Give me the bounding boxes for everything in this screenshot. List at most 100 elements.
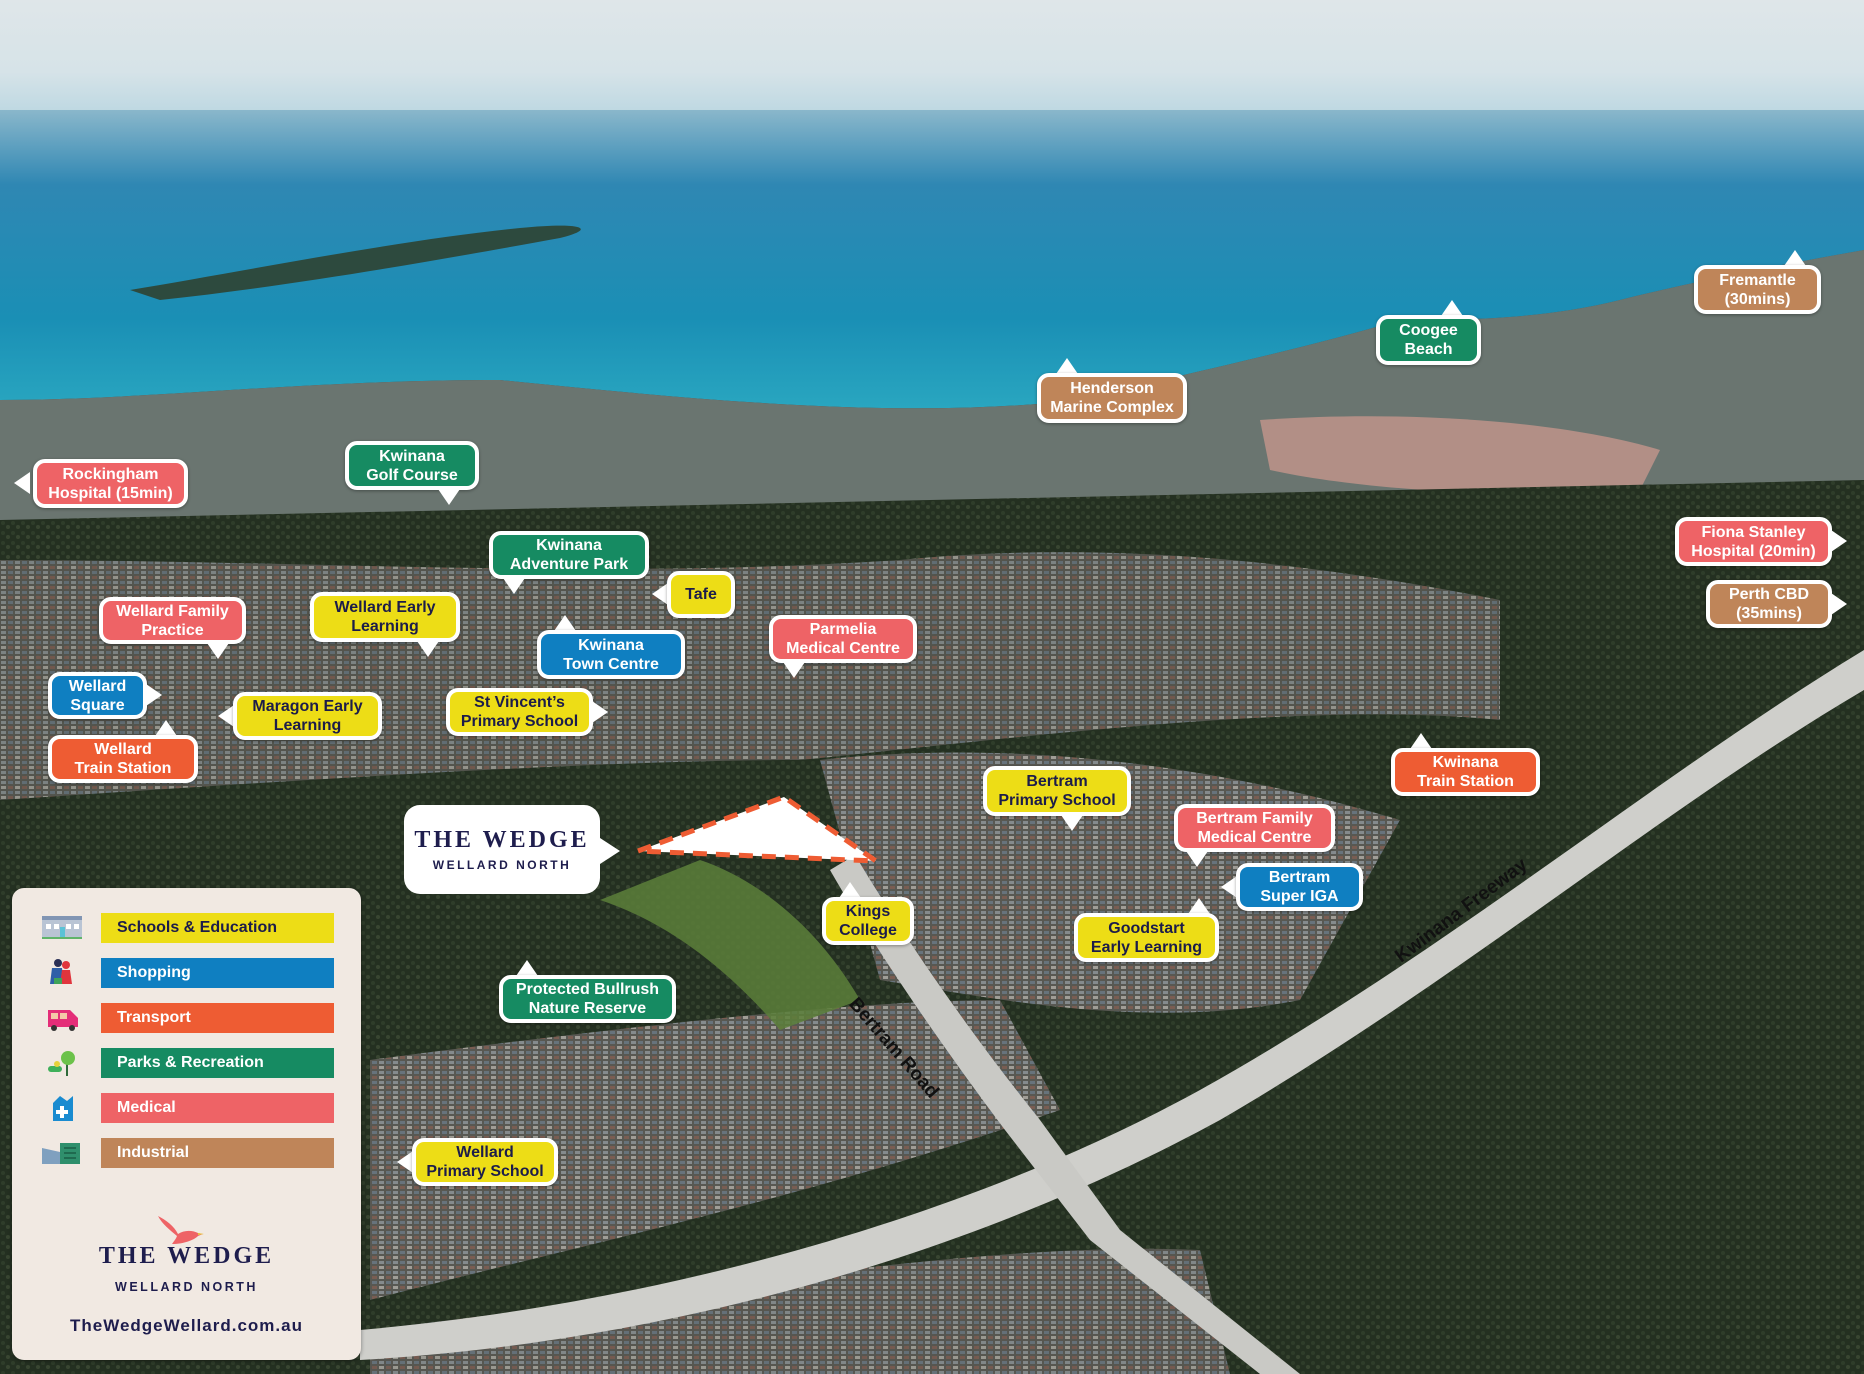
callout-pointer [652,583,668,605]
place-label: Adventure Park [509,556,629,573]
place-label: Early Learning [1090,938,1203,956]
place-bertram-super-iga[interactable]: Bertram Super IGA [1236,863,1363,911]
place-label: Learning [351,618,419,635]
place-label: Hospital (20min) [1691,542,1816,560]
the-wedge-site-boundary[interactable] [637,794,885,864]
place-label: Wellard [68,677,127,695]
legend-label: Parks & Recreation [101,1048,334,1078]
place-maragon-early-learning[interactable]: Maragon Early Learning [233,692,382,740]
place-label: Square [70,696,125,714]
callout-pointer [516,960,538,976]
medical-building-icon [53,1096,73,1121]
legend-item-transport: Transport [12,1003,361,1033]
place-label: Medical Centre [1197,829,1312,846]
callout-pointer [218,705,234,727]
place-rockingham-hospital[interactable]: Rockingham Hospital (15min) [33,459,188,508]
place-wellard-primary-school[interactable]: Wellard Primary School [412,1138,558,1186]
legend-item-parks: Parks & Recreation [12,1048,361,1078]
place-label: Goodstart [1108,919,1185,937]
place-kings-college[interactable]: Kings College [822,897,914,945]
callout-pointer [1784,250,1806,266]
callout-pointer [207,643,229,659]
school-building-icon [42,916,82,939]
legend-label: Medical [101,1093,334,1123]
place-parmelia-medical-centre[interactable]: Parmelia Medical Centre [769,615,917,663]
place-goodstart-early-learning[interactable]: Goodstart Early Learning [1074,913,1219,962]
callout-pointer [146,684,162,706]
place-label: Tafe [685,586,717,603]
callout-pointer [1188,898,1210,914]
place-label: Wellard [94,741,152,758]
place-label: Kwinana [578,636,644,654]
place-label: Golf Course [366,466,458,484]
map-legend: Schools & Education Shopping Transport [12,888,361,1360]
place-wellard-early-learning[interactable]: Wellard Early Learning [310,592,460,642]
callout-pointer [1221,876,1237,898]
place-kwinana-train-station[interactable]: Kwinana Train Station [1391,748,1540,796]
place-label: Henderson [1070,380,1154,397]
callout-pointer [783,662,805,678]
tree-icon [48,1051,75,1076]
factory-icon [42,1143,80,1164]
callout-pointer [1831,593,1847,615]
place-wellard-family-practice[interactable]: Wellard Family Practice [99,597,246,644]
place-wellard-square[interactable]: Wellard Square [48,672,147,719]
place-label: Medical Centre [786,640,900,657]
place-label: Fiona Stanley [1701,523,1806,541]
callout-pointer [155,720,177,736]
website-link[interactable]: TheWedgeWellard.com.au [70,1316,303,1335]
bus-icon [48,1010,78,1031]
place-kwinana-golf-course[interactable]: Kwinana Golf Course [345,441,479,490]
callout-pointer [417,641,439,657]
place-tafe[interactable]: Tafe [667,571,735,618]
place-label: Train Station [1417,773,1514,790]
place-protected-bullrush-nature-reserve[interactable]: Protected Bullrush Nature Reserve [499,975,676,1023]
callout-pointer [503,578,525,594]
place-label: Parmelia [809,621,877,638]
legend-item-shopping: Shopping [12,958,361,988]
legend-label: Industrial [101,1138,334,1168]
place-henderson-marine-complex[interactable]: Henderson Marine Complex [1037,373,1187,423]
place-label: Super IGA [1260,888,1339,905]
place-label: Kwinana [379,447,445,465]
place-label: Beach [1404,341,1453,358]
place-label: Nature Reserve [528,1000,647,1017]
callout-pointer [1441,300,1463,316]
place-label: Bertram [1268,869,1331,886]
place-label: (35mins) [1736,605,1802,622]
the-wedge-site-callout[interactable]: THE WEDGE WELLARD NORTH [404,805,600,894]
place-fremantle[interactable]: Fremantle (30mins) [1694,265,1821,314]
place-fiona-stanley-hospital[interactable]: Fiona Stanley Hospital (20min) [1675,517,1832,566]
place-label: Primary School [426,1163,544,1180]
callout-pointer [1056,358,1078,374]
bird-icon [158,1216,204,1244]
place-label: Kwinana [1432,754,1499,771]
place-label: Maragon Early [252,698,363,715]
place-label: Wellard Early [334,599,436,616]
place-coogee-beach[interactable]: Coogee Beach [1376,315,1481,365]
place-label: Kwinana [536,537,602,554]
place-label: Coogee [1399,322,1458,339]
place-label: College [839,922,897,939]
place-perth-cbd[interactable]: Perth CBD (35mins) [1706,580,1832,628]
callout-pointer [1061,815,1083,831]
place-label: Practice [141,621,204,639]
brand-title: THE WEDGE [98,1243,275,1269]
place-wellard-train-station[interactable]: Wellard Train Station [48,735,198,783]
place-st-vincents-primary-school[interactable]: St Vincent’s Primary School [446,688,593,736]
place-kwinana-adventure-park[interactable]: Kwinana Adventure Park [489,531,649,579]
place-label: St Vincent’s [474,694,565,711]
place-kwinana-town-centre[interactable]: Kwinana Town Centre [537,630,685,679]
place-bertram-primary-school[interactable]: Bertram Primary School [983,766,1131,816]
place-label: Kings [845,903,891,920]
shoppers-icon [50,959,72,984]
callout-pointer [397,1151,413,1173]
place-label: Train Station [74,760,172,777]
site-callout-pointer [600,838,620,864]
place-bertram-family-medical-centre[interactable]: Bertram Family Medical Centre [1174,804,1335,852]
place-label: Hospital (15min) [48,484,173,502]
place-label: Wellard [456,1144,514,1161]
callout-pointer [554,615,576,631]
site-subtitle: WELLARD NORTH [432,858,572,872]
place-label: Learning [273,717,342,734]
